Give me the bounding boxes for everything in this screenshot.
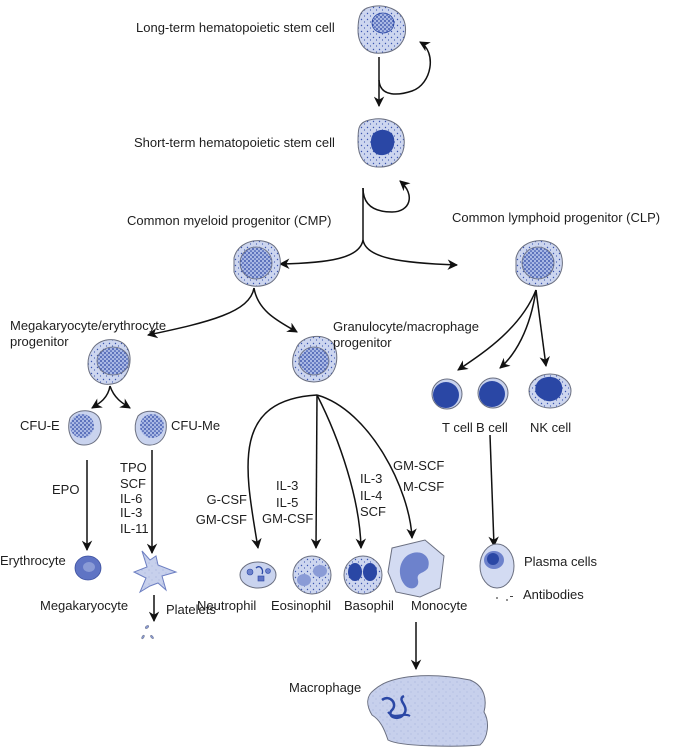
label-macrophage: Macrophage xyxy=(289,680,362,695)
factor-il11: IL-11 xyxy=(120,521,149,536)
label-gmp-line-2: progenitor xyxy=(333,334,392,350)
label-plasma-cells: Plasma cells xyxy=(524,554,597,569)
b-cell xyxy=(477,377,509,409)
label-antibodies: Antibodies xyxy=(523,587,584,602)
arrow-clp-to-nkcell xyxy=(535,289,550,368)
macrophage-cell xyxy=(367,675,488,747)
arrow-st-self-renewal xyxy=(362,180,411,213)
factor-il3-eos: IL-3 xyxy=(276,478,299,493)
eosinophil-cell xyxy=(292,555,332,595)
label-t-cell: T cell xyxy=(442,420,473,435)
label-mep-line-2: progenitor xyxy=(10,333,69,349)
factor-il3-baso: IL-3 xyxy=(360,471,383,486)
label-b-cell: B cell xyxy=(476,420,508,435)
arrow-cmp-to-gmp xyxy=(253,287,298,333)
basophil-cell xyxy=(343,555,383,595)
arrow-gmp-to-eosinophil xyxy=(310,394,322,550)
nk-cell xyxy=(528,373,572,409)
arrow-clp-to-tcell xyxy=(457,289,537,371)
label-eosinophil: Eosinophil xyxy=(271,598,331,613)
t-cell xyxy=(431,378,463,410)
label-platelets: Platelets xyxy=(166,602,216,617)
label-gmp: Granulocyte/macrophage progenitor xyxy=(333,319,479,350)
factor-scf-baso: SCF xyxy=(360,504,386,519)
factors-monocyte: GM-SCF M-CSF xyxy=(393,455,444,497)
factors-erythrocyte: EPO xyxy=(52,482,79,498)
label-erythrocyte: Erythrocyte xyxy=(0,553,66,568)
label-st-hsc: Short-term hematopoietic stem cell xyxy=(134,135,335,150)
arrow-gmp-to-neutrophil xyxy=(247,394,318,550)
arrow-bcell-to-plasma xyxy=(488,434,499,548)
factor-il3: IL-3 xyxy=(120,505,143,520)
arrow-gmp-to-monocyte xyxy=(316,394,417,540)
label-mep-line-1: Megakaryocyte/erythrocyte xyxy=(10,318,167,333)
platelets-cluster xyxy=(141,625,154,640)
neutrophil-cell xyxy=(239,561,277,589)
arrow-mep-to-cfue xyxy=(91,385,111,409)
cfu-e-cell xyxy=(68,410,102,446)
arrow-to-clp xyxy=(362,239,459,270)
plasma-cell xyxy=(479,543,515,589)
lt-hsc-cell xyxy=(357,5,407,54)
label-cfu-e: CFU-E xyxy=(20,418,60,433)
factors-basophil: IL-3 IL-4 SCF xyxy=(360,471,386,521)
arrow-clp-to-bcell xyxy=(499,289,537,369)
megakaryocyte-cell xyxy=(132,550,178,594)
arrows xyxy=(81,41,550,671)
label-clp: Common lymphoid progenitor (CLP) xyxy=(452,210,661,225)
label-lt-hsc: Long-term hematopoietic stem cell xyxy=(136,20,335,35)
factor-m-csf: M-CSF xyxy=(403,479,445,494)
factor-scf: SCF xyxy=(120,476,146,491)
factor-il4: IL-4 xyxy=(360,487,383,503)
factor-epo: EPO xyxy=(52,482,80,497)
factor-gm-csf: GM-CSF xyxy=(195,512,247,527)
gmp-cell xyxy=(292,335,338,383)
cfu-me-cell xyxy=(134,410,167,446)
factor-il6: IL-6 xyxy=(120,491,143,506)
label-mep: Megakaryocyte/erythrocyte progenitor xyxy=(10,318,166,349)
st-hsc-cell xyxy=(357,118,405,168)
antibodies-cluster xyxy=(496,596,513,601)
label-gmp-line-1: Granulocyte/macrophage xyxy=(333,319,479,334)
factor-gm-csf-eos: GM-CSF xyxy=(262,511,314,526)
arrow-to-cmp xyxy=(278,239,364,270)
factor-g-csf: G-CSF xyxy=(206,492,247,507)
factors-megakaryocyte: TPO SCF IL-6 IL-3 IL-11 xyxy=(120,460,149,537)
label-cfu-me: CFU-Me xyxy=(171,418,221,433)
erythrocyte-cell xyxy=(74,555,102,581)
arrow-mep-to-cfume xyxy=(109,385,131,409)
mep-cell xyxy=(87,339,131,385)
label-nk-cell: NK cell xyxy=(530,420,572,435)
arrow-cmp-to-mep xyxy=(146,287,255,339)
label-megakaryocyte: Megakaryocyte xyxy=(40,598,129,613)
monocyte-cell xyxy=(387,539,445,598)
factor-gm-scf: GM-SCF xyxy=(393,458,445,473)
label-neutrophil: Neutrophil xyxy=(197,598,257,613)
clp-cell xyxy=(515,240,563,287)
label-cmp: Common myeloid progenitor (CMP) xyxy=(127,213,332,228)
factors-eosinophil: IL-3 IL-5 GM-CSF xyxy=(262,478,313,528)
label-monocyte: Monocyte xyxy=(411,598,468,613)
cmp-cell xyxy=(233,240,281,287)
label-basophil: Basophil xyxy=(344,598,394,613)
factor-tpo: TPO xyxy=(120,460,147,475)
factor-il5: IL-5 xyxy=(276,494,299,510)
factors-neutrophil: G-CSF GM-CSF xyxy=(190,490,247,530)
arrow-lt-self-renewal xyxy=(378,41,431,95)
arrow-gmp-to-basophil xyxy=(316,394,367,550)
